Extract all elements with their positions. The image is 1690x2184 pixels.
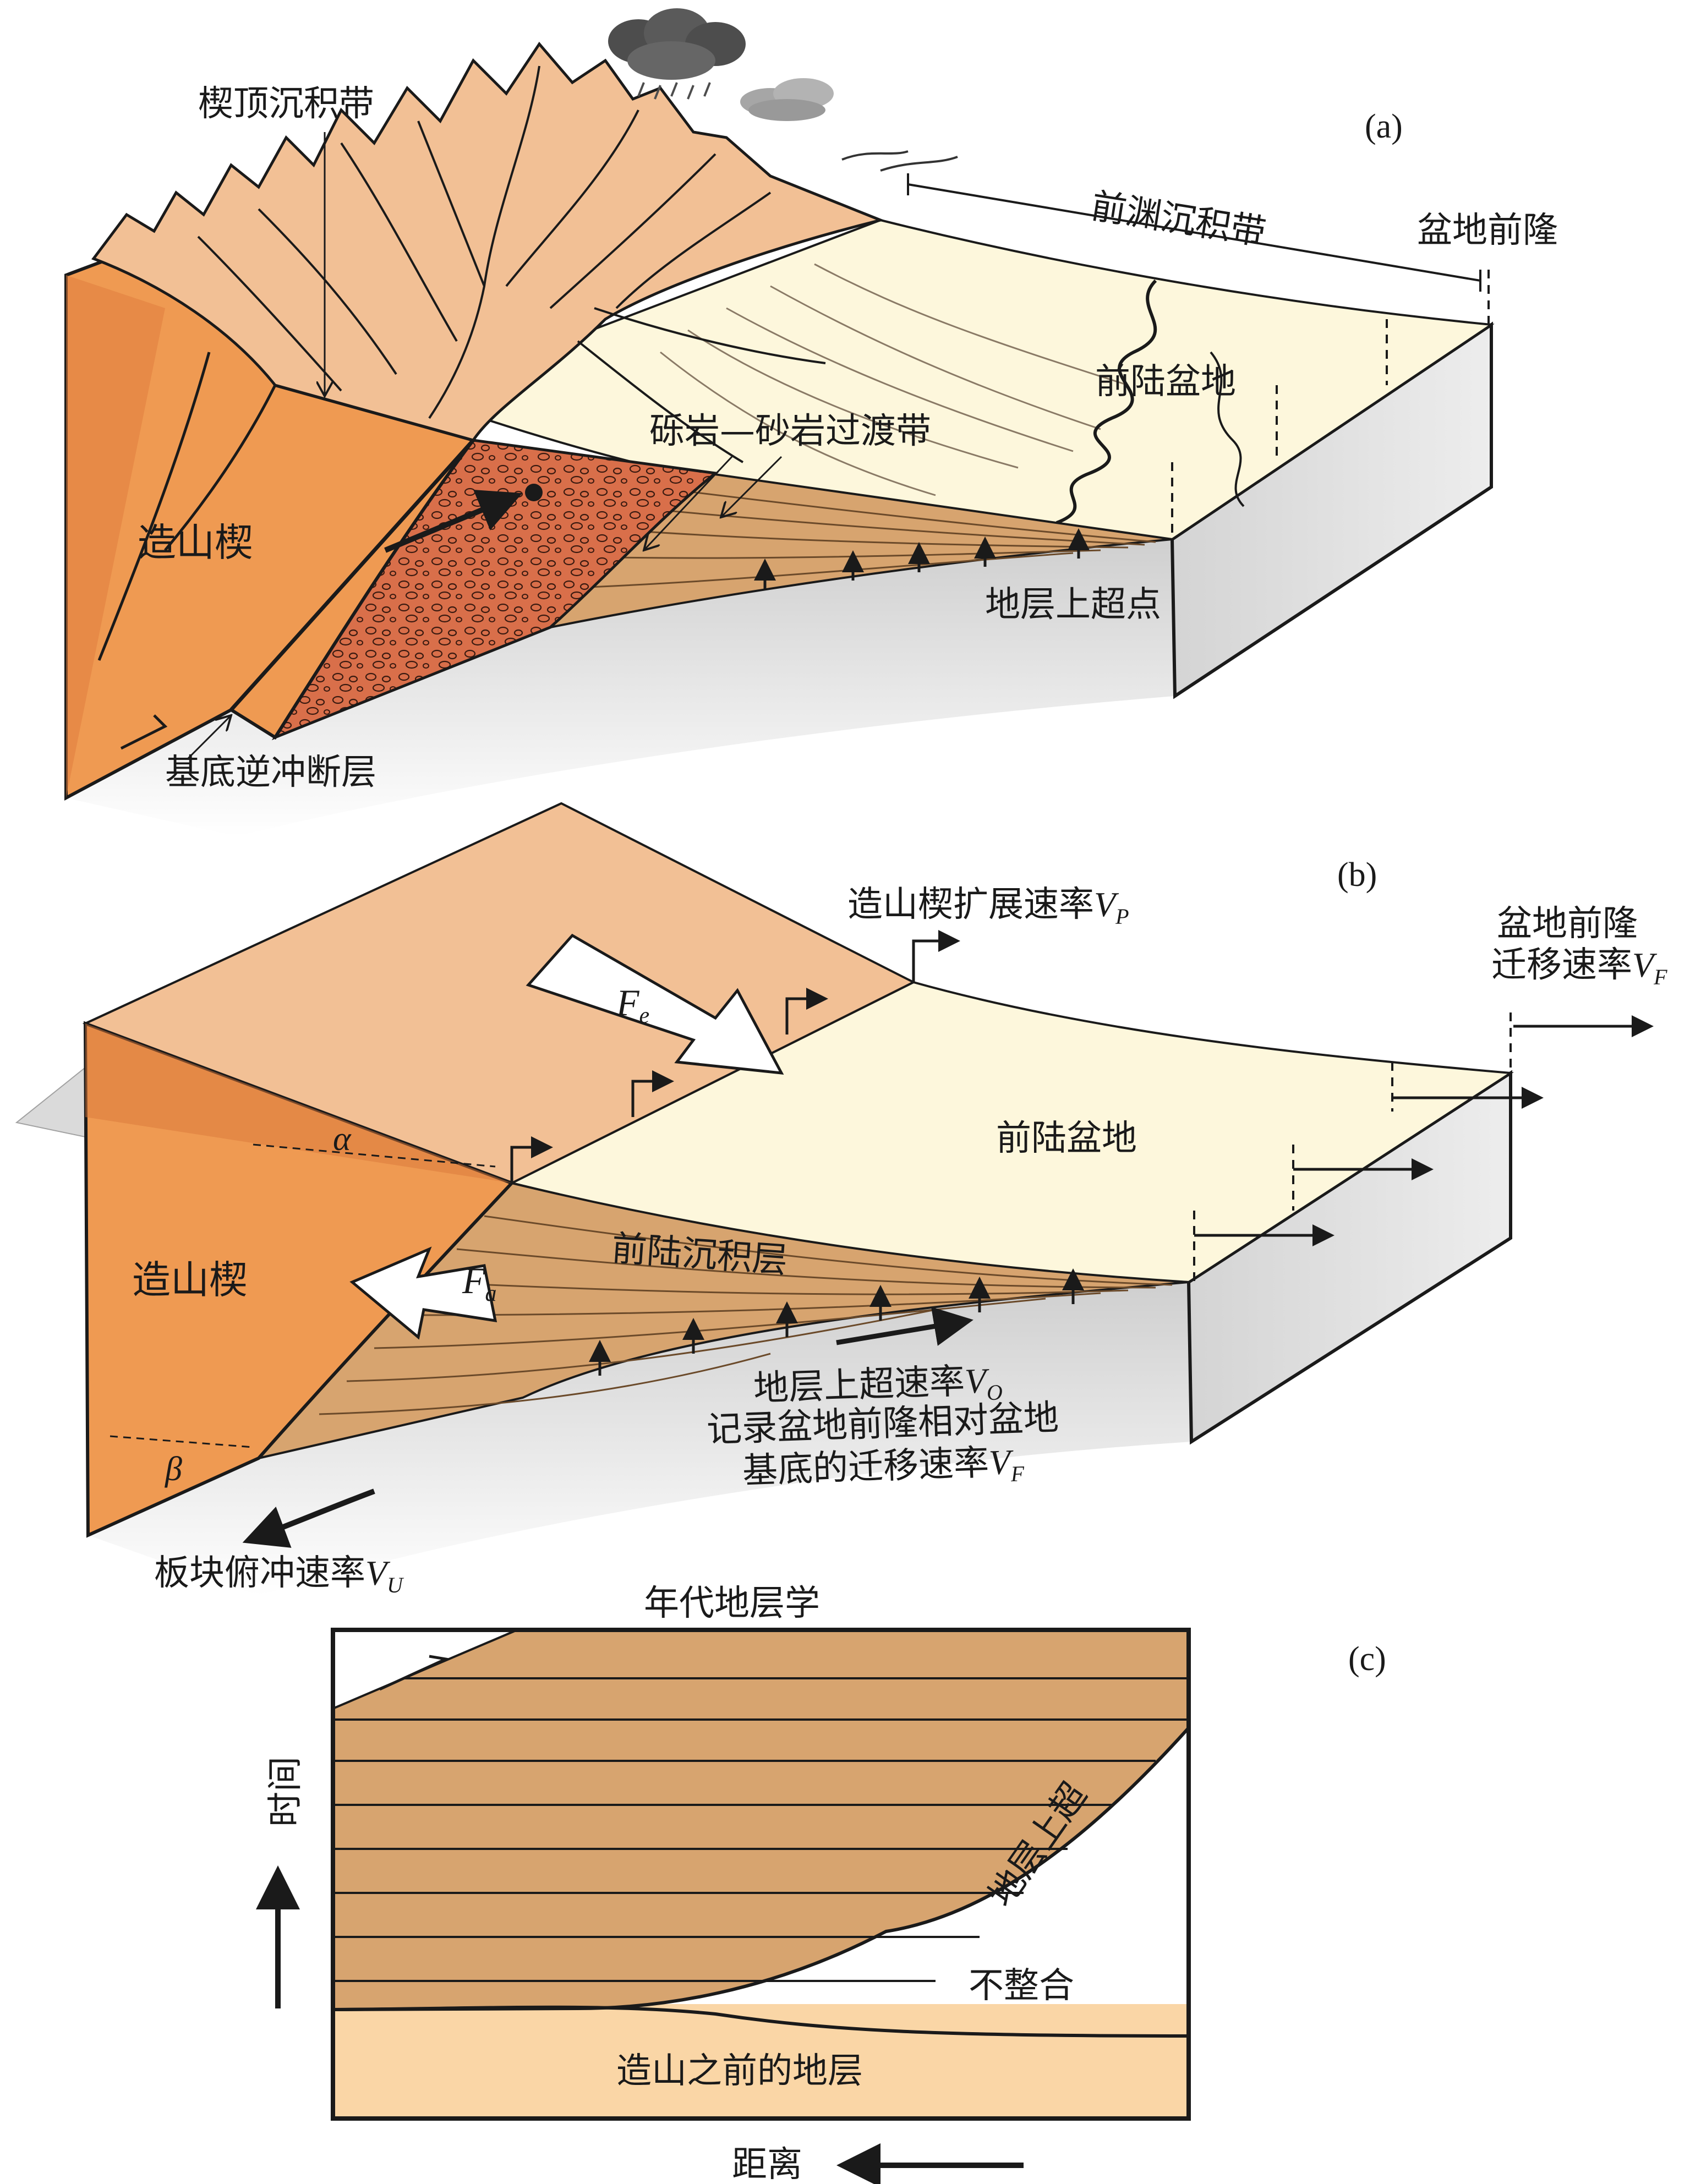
- panel-a-tag: (a): [1365, 108, 1403, 145]
- bird-icon: [841, 150, 958, 172]
- onlap-rate-arrow: [836, 1306, 973, 1346]
- panel-a: (a) 楔顶沉积带 前渊沉积带 盆地前隆 前陆盆地 砾岩—砂岩过渡带 造山楔 地…: [64, 8, 1558, 836]
- panel-b-tag-visible: (b): [1337, 856, 1377, 894]
- label-unconformity: 不整合: [969, 1966, 1074, 2006]
- label-wedge-rate: 造山楔扩展速率VP: [847, 884, 1129, 929]
- label-alpha: α: [333, 1120, 352, 1158]
- strata-body: [333, 1630, 1189, 2010]
- bulge-migration-arrows: [1194, 1015, 1654, 1246]
- label-orogenic-wedge-b: 造山楔: [132, 1257, 248, 1302]
- drainage-network: [197, 65, 826, 463]
- block-a-shadow: [66, 539, 1175, 836]
- onlap-boundary: [332, 1726, 1190, 2011]
- label-plate-rate: 板块俯冲速率VU: [154, 1553, 404, 1597]
- label-basement-rate: 基底的迁移速率VF: [742, 1441, 1025, 1496]
- alluvial-fan-lines: [660, 263, 1129, 496]
- panel-c-tag: (c): [1348, 1640, 1386, 1678]
- dashed-verticals-a: [1171, 270, 1490, 539]
- label-orogenic-wedge-a: 造山楔: [138, 520, 253, 565]
- label-onlap-point: 地层上超点: [985, 584, 1161, 625]
- plate-subduction-arrow: [242, 1488, 375, 1548]
- label-fe: Fe: [616, 982, 649, 1028]
- angle-refs: [110, 1143, 496, 1448]
- thrust-half-arrow-c: [379, 1655, 451, 1691]
- mountain-range: [91, 41, 885, 442]
- strata-lines-b: [319, 1215, 1173, 1415]
- fe-force-arrow: [526, 933, 784, 1075]
- label-basal-thrust: 基底逆冲断层: [165, 752, 376, 793]
- sediment-flow-arrow: [384, 490, 523, 553]
- storm-cloud-icon: [608, 8, 746, 100]
- thrust-step-arrows: [510, 930, 960, 1183]
- label-transition-zone: 砾岩—砂岩过渡带: [649, 411, 931, 452]
- fa-force-arrow: [349, 1246, 497, 1340]
- panel-c: (c) 年代地层学 时间 地层上超 不整合 造山之前的地层 距离: [256, 1583, 1386, 2184]
- chart-frame: [331, 1628, 1191, 2121]
- label-forebulge-a: 盆地前隆: [1417, 210, 1558, 251]
- cloud-icon: [740, 78, 834, 121]
- onlap-arrows-a: [754, 528, 1090, 589]
- panel-b: (b) 造山楔扩展速率VP 盆地前隆 迁移速率VF Fe Fa α β 前陆盆地…: [15, 802, 1667, 1597]
- basal-thrust-half-arrow: [120, 714, 168, 750]
- meandering-river: [1055, 279, 1157, 524]
- wedge-face-a: [66, 275, 165, 798]
- label-pre-orogenic: 造山之前的地层: [616, 2051, 863, 2092]
- leader-lines-a: [186, 132, 783, 760]
- label-foreland-basin-a: 前陆盆地: [1095, 362, 1236, 402]
- block-b-shadow: [88, 1282, 1191, 1596]
- label-chronostratigraphy: 年代地层学: [644, 1583, 820, 1624]
- foredeep-range-marker: [907, 173, 1481, 292]
- label-bulge-rate-line1: 盆地前隆: [1497, 904, 1638, 944]
- stream-2: [1210, 351, 1245, 507]
- label-foreland-basin-b: 前陆盆地: [996, 1118, 1137, 1159]
- label-distance-axis: 距离: [732, 2144, 802, 2184]
- label-beta: β: [165, 1450, 182, 1488]
- dashed-verticals-b: [1193, 1012, 1512, 1282]
- thrust-faults-a: [97, 352, 475, 711]
- label-fa: Fa: [462, 1260, 497, 1306]
- pre-orogenic-strata: [333, 2003, 1189, 2119]
- label-foredeep: 前渊沉积带: [1088, 186, 1268, 254]
- label-wedge-top: 楔顶沉积带: [198, 84, 374, 124]
- label-bulge-rate: 迁移速率VF: [1491, 945, 1667, 989]
- wedge-upper-shade-b: [85, 1023, 512, 1183]
- label-time-axis: 时间: [265, 1756, 306, 1827]
- onlap-arrows-b: [589, 1268, 1084, 1376]
- unconformity-surface: [332, 2005, 1189, 2038]
